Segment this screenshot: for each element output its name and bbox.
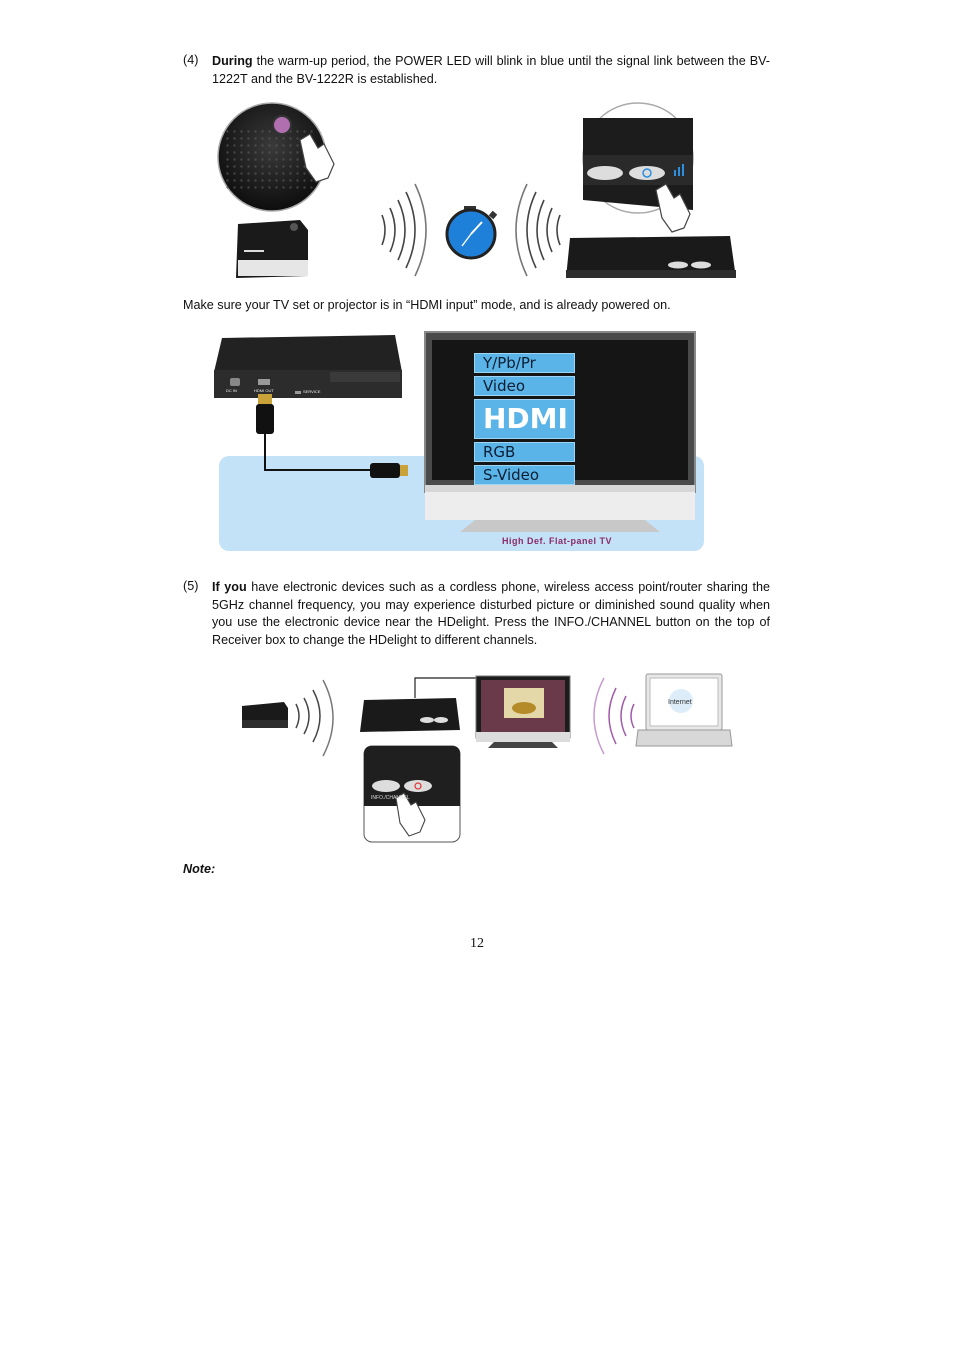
hand-icon: [395, 792, 426, 837]
step-4-number: (4): [183, 53, 199, 67]
hdmi-connection-diagram: Y/Pb/Pr Video HDMI RGB S-Video DC IN HDM…: [210, 330, 710, 555]
warmup-illustration: [217, 102, 736, 278]
menu-item-svideo: S-Video: [474, 465, 575, 485]
step-5-number: (5): [183, 579, 199, 593]
menu-item-hdmi: HDMI: [474, 399, 575, 439]
transmitter-device: [236, 220, 308, 278]
port-service: SERVICE: [303, 389, 321, 394]
hand-icon: [299, 133, 335, 183]
hdmi-mode-text: Make sure your TV set or projector is in…: [183, 298, 671, 312]
menu-item-video: Video: [474, 376, 575, 396]
connection-graphic: [214, 331, 704, 551]
step-5-bold: If you: [212, 580, 247, 594]
internet-label: Internet: [668, 699, 692, 706]
tv-caption: High Def. Flat-panel TV: [502, 536, 613, 546]
transmitter-zoom: [217, 102, 335, 212]
receiver-device: [566, 236, 736, 278]
channel-graphic: [242, 673, 733, 843]
menu-item-rgb: RGB: [474, 442, 575, 462]
step-4-body: the warm-up period, the POWER LED will b…: [212, 54, 770, 86]
port-hdmi-out: HDMI OUT: [254, 388, 274, 393]
port-dc-in: DC IN: [226, 388, 237, 393]
step-5-text: If you have electronic devices such as a…: [212, 579, 770, 649]
tv-input-menu: Y/Pb/Pr Video HDMI RGB S-Video: [474, 353, 575, 485]
channel-change-illustration: INFO./CHANNEL Internet: [238, 668, 738, 860]
stopwatch-icon: [445, 206, 498, 260]
receiver-zoom: [582, 102, 694, 233]
signal-waves-right: [515, 183, 561, 277]
hand-icon: [655, 183, 691, 233]
step-4-text: During the warm-up period, the POWER LED…: [212, 53, 770, 88]
menu-item-ypbpr: Y/Pb/Pr: [474, 353, 575, 373]
page-number: 12: [470, 936, 484, 951]
step-4-bold: During: [212, 54, 253, 68]
note-label: Note:: [183, 862, 216, 876]
info-channel-label: INFO./CHANNEL: [371, 795, 410, 801]
signal-waves-left: [381, 183, 427, 277]
step-5-body: have electronic devices such as a cordle…: [212, 580, 770, 647]
